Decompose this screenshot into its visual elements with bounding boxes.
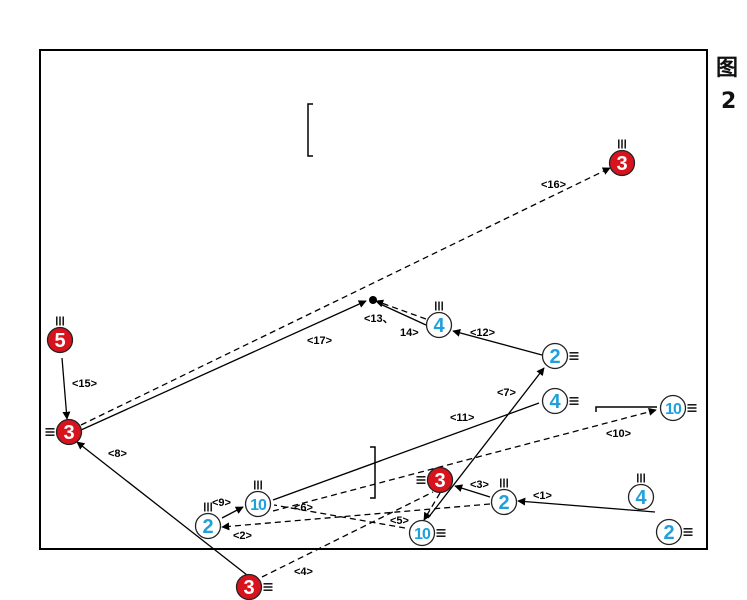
player-number: 3 <box>616 153 627 175</box>
step-label: <17> <box>307 335 332 347</box>
player-marker: 3 <box>45 418 83 446</box>
step-label: <16> <box>541 179 566 191</box>
step-label: <9> <box>212 497 231 509</box>
player-marker: 4 <box>541 387 579 415</box>
ball <box>369 296 377 304</box>
player-circle <box>608 149 636 177</box>
step-label: <5> <box>390 515 409 527</box>
player-marker: 3 <box>608 139 636 177</box>
player-marker: 3 <box>416 466 454 494</box>
path-4 <box>261 491 434 578</box>
player-circle <box>627 483 655 511</box>
player-circle <box>55 418 83 446</box>
players: 2 4 2 4 10 2 4 2 10 10 3 5 3 3 3 <box>45 139 697 600</box>
player-marker: 5 <box>46 316 74 354</box>
player-number: 4 <box>549 391 561 413</box>
player-number: 2 <box>663 522 674 544</box>
player-number: 10 <box>665 401 682 418</box>
step-label: <11> <box>450 412 474 424</box>
player-marker: 10 <box>659 394 697 422</box>
player-number: 5 <box>54 330 65 352</box>
path-13 <box>375 299 427 320</box>
player-marker: 4 <box>627 473 655 511</box>
player-marker: 2 <box>655 518 693 546</box>
player-marker: 2 <box>194 502 222 540</box>
bracket-marker-right <box>595 406 657 412</box>
path-1 <box>517 497 656 513</box>
bracket-marker-top <box>307 103 313 157</box>
step-label: <15> <box>72 378 97 390</box>
player-circle <box>659 394 687 422</box>
step-label: <7> <box>497 387 516 399</box>
player-circle <box>244 490 272 518</box>
step-label: <3> <box>470 479 489 491</box>
path-8 <box>76 441 248 576</box>
path-3 <box>454 484 491 498</box>
player-marker: 10 <box>408 519 446 547</box>
bracket-marker-middle <box>370 446 376 499</box>
step-label: <12> <box>470 327 495 339</box>
player-marker: 3 <box>235 573 273 600</box>
player-circle <box>425 311 453 339</box>
player-number: 3 <box>243 577 254 599</box>
player-number: 3 <box>63 422 74 444</box>
path-5 <box>423 492 441 521</box>
path-17 <box>80 300 367 431</box>
path-14 <box>377 302 427 326</box>
path-12 <box>452 329 543 356</box>
player-circle <box>490 488 518 516</box>
player-marker: 2 <box>541 342 579 370</box>
step-label: <1> <box>533 490 552 502</box>
player-circle <box>46 326 74 354</box>
field-border <box>39 49 708 550</box>
step-labels: <1> <2> <3> <4> <5> <6> <7> <8> <9> <10>… <box>72 179 631 578</box>
path-9 <box>221 506 244 519</box>
path-16 <box>80 167 611 426</box>
player-number: 3 <box>434 470 445 492</box>
step-label: <8> <box>108 448 127 460</box>
step-label: <6> <box>294 502 313 514</box>
player-number: 2 <box>202 516 213 538</box>
player-number: 10 <box>250 497 267 514</box>
path-6 <box>273 504 406 529</box>
path-7 <box>427 367 545 519</box>
player-circle <box>194 512 222 540</box>
player-number: 2 <box>549 346 560 368</box>
player-circle <box>426 466 454 494</box>
step-label: <2> <box>233 530 252 542</box>
movement-lines <box>61 167 657 578</box>
player-number: 2 <box>498 492 509 514</box>
step-label: <13、 <box>364 313 394 325</box>
path-11 <box>272 402 540 501</box>
figure-number: 2 <box>721 89 736 114</box>
step-label: <4> <box>294 566 313 578</box>
step-label: 14> <box>400 327 419 339</box>
step-label: <10> <box>606 428 631 440</box>
player-number: 4 <box>635 487 647 509</box>
player-circle <box>541 342 569 370</box>
player-circle <box>408 519 436 547</box>
player-circle <box>655 518 683 546</box>
path-2 <box>221 503 491 531</box>
path-10 <box>272 407 657 512</box>
player-number: 10 <box>414 526 431 543</box>
player-marker: 2 <box>490 478 518 516</box>
player-marker: 10 <box>244 480 272 518</box>
player-circle <box>541 387 569 415</box>
player-number: 4 <box>433 315 445 337</box>
player-marker: 4 <box>425 301 453 339</box>
path-15 <box>61 357 71 420</box>
figure-prefix: 图 <box>716 56 738 81</box>
